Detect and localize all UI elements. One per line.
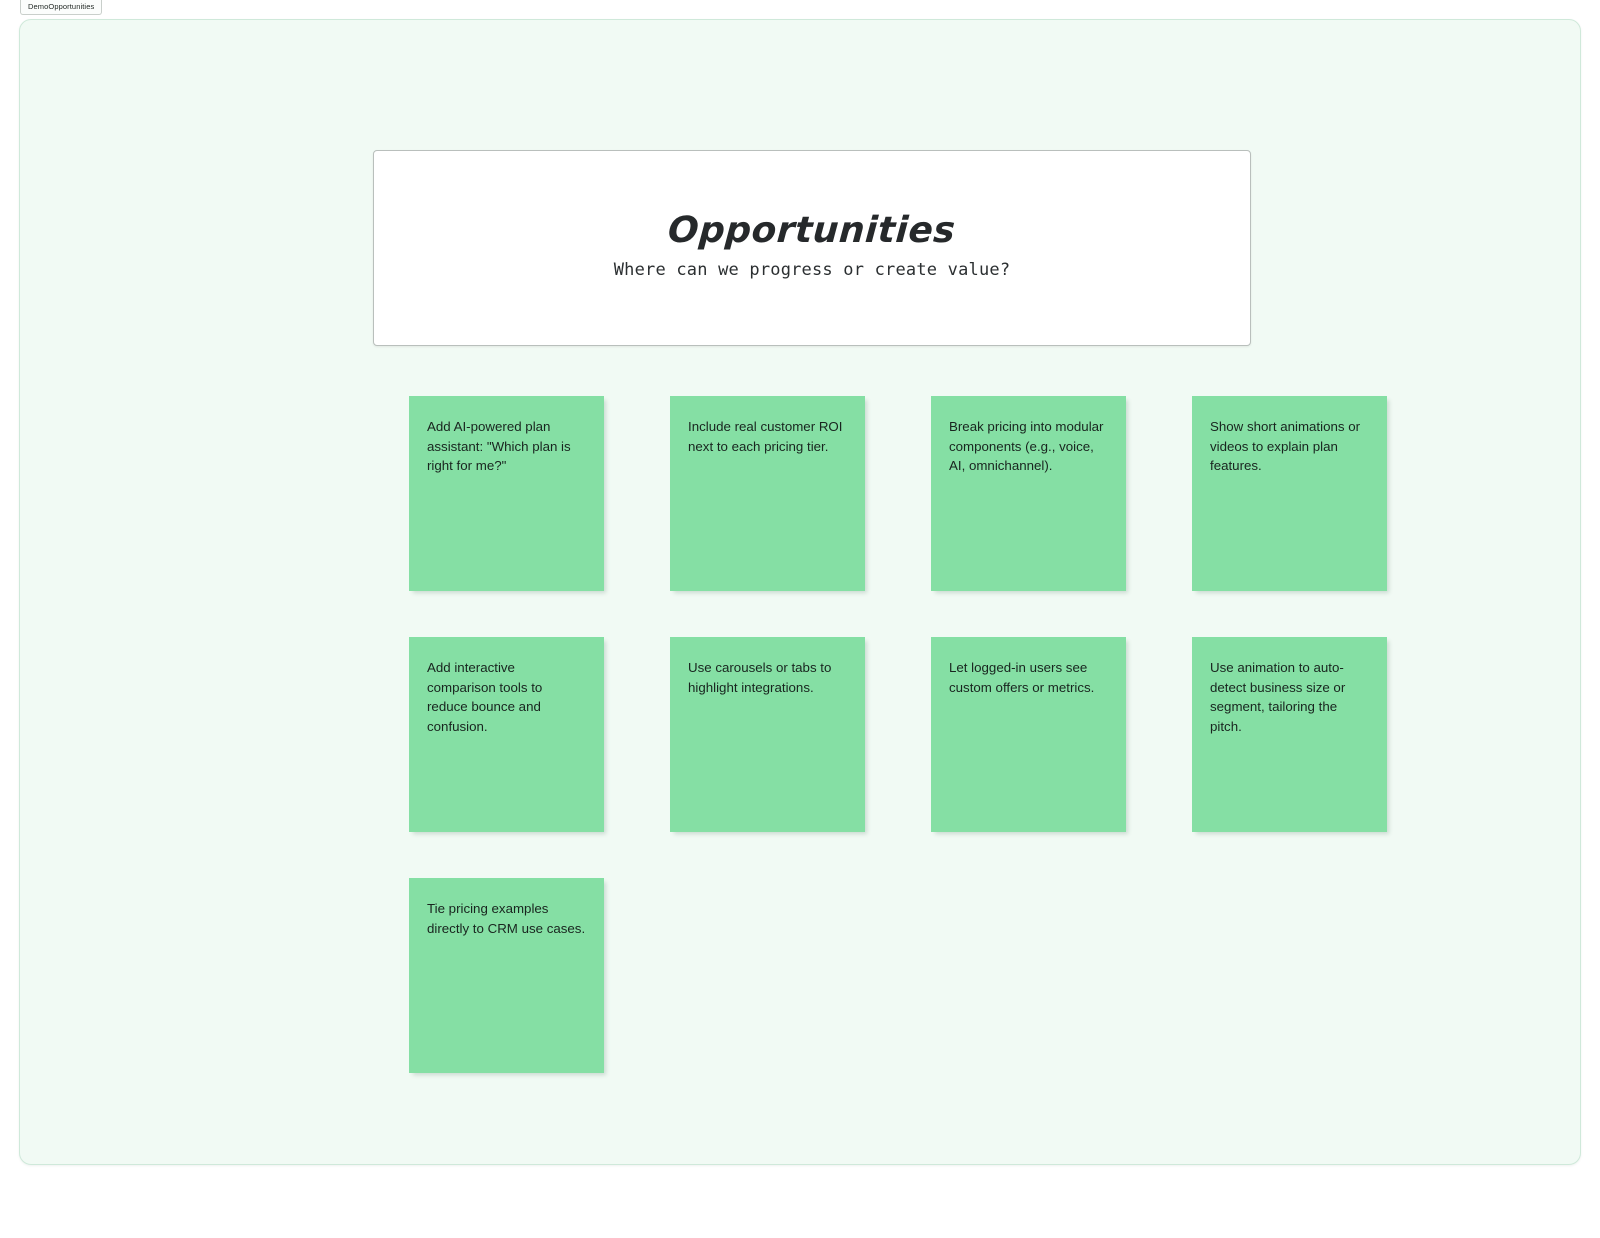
sticky-note[interactable]: Add interactive comparison tools to redu… [409,637,604,832]
tab-label: DemoOpportunities [28,1,95,11]
sticky-note[interactable]: Tie pricing examples directly to CRM use… [409,878,604,1073]
sticky-note[interactable]: Let logged-in users see custom offers or… [931,637,1126,832]
opportunities-board-canvas[interactable]: Opportunities Where can we progress or c… [19,19,1581,1165]
page-title: Opportunities [666,210,958,251]
sticky-note[interactable]: Break pricing into modular components (e… [931,396,1126,591]
sticky-note[interactable]: Include real customer ROI next to each p… [670,396,865,591]
board-header-card: Opportunities Where can we progress or c… [373,150,1251,346]
sticky-notes-grid: Add AI-powered plan assistant: "Which pl… [409,396,1409,1073]
tab-bar: DemoOpportunities [0,0,1600,18]
sticky-note[interactable]: Show short animations or videos to expla… [1192,396,1387,591]
sticky-note[interactable]: Use carousels or tabs to highlight integ… [670,637,865,832]
sticky-note[interactable]: Use animation to auto-detect business si… [1192,637,1387,832]
page-subtitle: Where can we progress or create value? [613,260,1011,280]
sticky-note[interactable]: Add AI-powered plan assistant: "Which pl… [409,396,604,591]
tab-demo-opportunities[interactable]: DemoOpportunities [20,0,103,15]
